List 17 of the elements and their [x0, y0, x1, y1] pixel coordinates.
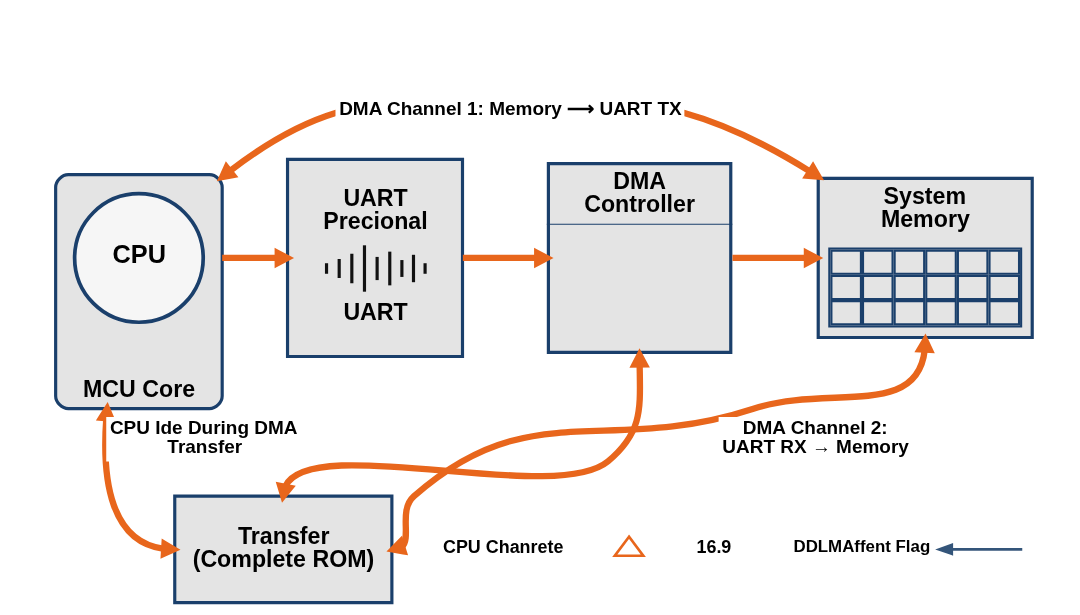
arrow	[385, 333, 935, 556]
arrow	[731, 247, 823, 269]
node-box: UART Precional UART	[285, 157, 464, 359]
arrow	[275, 348, 650, 503]
arrow	[95, 401, 180, 559]
label: 16.9	[696, 536, 731, 557]
node-text: DDLMAffent Flag	[792, 537, 930, 557]
edge-label: DMA Channel 1: Memory ⟶ UART TX	[338, 97, 682, 119]
node-box: Transfer (Complete ROM)	[172, 494, 393, 605]
arrow	[462, 247, 554, 269]
arrow	[934, 543, 1022, 556]
edge-label: DMA Channel 2: UART RX → Memory	[721, 417, 909, 458]
node-circle: CPU	[72, 191, 205, 325]
node-triangle	[611, 534, 646, 558]
edge-label: CPU Ide During DMA Transfer	[109, 417, 298, 458]
arrow	[221, 247, 294, 269]
label: CPU Chanrete	[442, 536, 563, 557]
